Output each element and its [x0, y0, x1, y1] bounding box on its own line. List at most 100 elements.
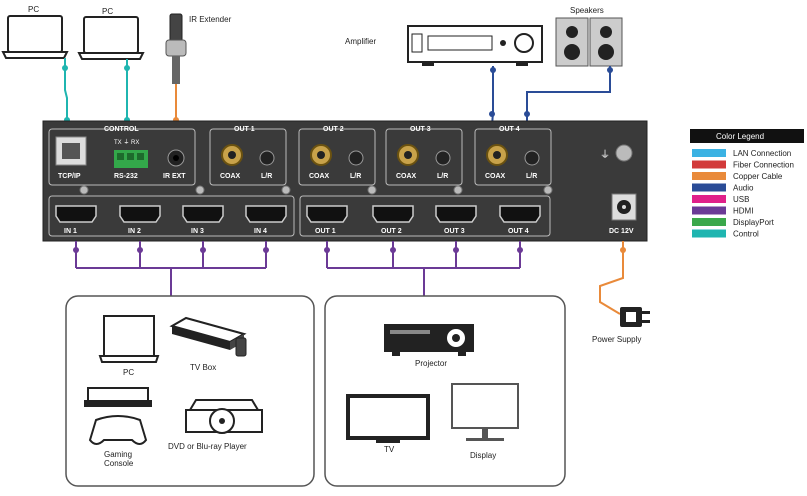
- legend-swatch: [692, 149, 726, 157]
- hdmi-in-group-frame: [48, 195, 295, 237]
- lr-label: L/R: [526, 173, 537, 180]
- hdmi-port-label: OUT 2: [381, 228, 402, 235]
- dvd-player-icon: [185, 399, 263, 434]
- connector: [607, 67, 613, 73]
- tv-label: TV: [384, 445, 395, 454]
- tv-icon: [346, 394, 430, 443]
- legend-item-label: Audio: [733, 184, 754, 193]
- hdmi-port-label: IN 3: [191, 228, 204, 235]
- projector-label: Projector: [415, 359, 447, 368]
- speakers-label: Speakers: [570, 6, 604, 15]
- power-plug-icon: [620, 307, 650, 327]
- lr-jack-icon: [259, 150, 275, 166]
- lr-label: L/R: [350, 173, 361, 180]
- rs232-label: RS-232: [114, 173, 138, 180]
- audio-out-group-title: OUT 3: [410, 126, 431, 133]
- amplifier-label: Amplifier: [345, 37, 376, 46]
- tv-box-label: TV Box: [190, 363, 216, 372]
- gaming-console-icon: [84, 387, 152, 445]
- pc1-label: PC: [28, 5, 39, 14]
- audio-out-group-frame: [474, 128, 552, 186]
- connector: [73, 247, 79, 253]
- legend-item-label: Fiber Connection: [733, 161, 794, 170]
- panel-screws: [79, 185, 553, 195]
- hdmi-port-icon: [435, 205, 477, 223]
- coax-jack-center: [317, 151, 325, 159]
- hdmi-port-icon: [182, 205, 224, 223]
- panel-screw: [281, 185, 291, 195]
- speakers-icon: [555, 17, 623, 67]
- control-cable: [64, 58, 68, 126]
- dvd-player-label: DVD or Blu-ray Player: [168, 442, 247, 451]
- audio-out-group-title: OUT 1: [234, 126, 255, 133]
- audio-cable: [491, 66, 494, 127]
- power-supply-label: Power Supply: [592, 335, 641, 344]
- ir-extender-icon: [165, 13, 187, 84]
- legend-title: Color Legend: [716, 132, 764, 141]
- matrix-back-panel: [42, 120, 648, 242]
- legend-item-label: USB: [733, 195, 749, 204]
- legend-swatch: [692, 218, 726, 226]
- audio-out-group-title: OUT 2: [323, 126, 344, 133]
- coax-jack-center: [404, 151, 412, 159]
- hdmi-port-icon: [119, 205, 161, 223]
- hdmi-cables: [73, 241, 523, 296]
- coax-label: COAX: [220, 173, 241, 180]
- txrx-label: TX ⏚ RX: [114, 139, 139, 146]
- pc-laptop-icon: [1, 15, 69, 59]
- gaming-label-line2: Console: [104, 459, 134, 468]
- tcpip-label: TCP/IP: [58, 173, 81, 180]
- coax-label: COAX: [396, 173, 417, 180]
- hdmi-port-label: OUT 4: [508, 228, 529, 235]
- hdmi-port-icon: [55, 205, 97, 223]
- lr-jack-icon: [524, 150, 540, 166]
- connector: [453, 247, 459, 253]
- lr-label: L/R: [261, 173, 272, 180]
- display-monitor-icon: [451, 383, 519, 441]
- gaming-label-line1: Gaming: [104, 450, 132, 459]
- connector: [62, 65, 68, 71]
- svg-text:⏚: ⏚: [600, 149, 610, 161]
- connector: [200, 247, 206, 253]
- audio-out-group-frame: [298, 128, 376, 186]
- audio-out-groups: OUT 1 COAX L/R OUT 2 COAX L/R OUT 3 COAX L/R OUT …: [209, 126, 552, 186]
- hdmi-port-icon: [306, 205, 348, 223]
- rs232-terminal-icon: [114, 150, 148, 168]
- input-pc-label: PC: [123, 368, 134, 377]
- connector: [517, 247, 523, 253]
- legend-swatch: [692, 195, 726, 203]
- power-cable: [599, 241, 624, 315]
- legend-item-label: Control: [733, 230, 759, 239]
- control-group-frame: [48, 128, 196, 186]
- legend-swatch: [692, 160, 726, 169]
- coax-label: COAX: [309, 173, 330, 180]
- connector: [620, 247, 626, 253]
- legend-item-label: Copper Cable: [733, 172, 783, 181]
- hdmi-port-label: IN 4: [254, 228, 267, 235]
- panel-screw: [453, 185, 463, 195]
- legend-item-label: DisplayPort: [733, 218, 775, 227]
- pc2-label: PC: [102, 7, 113, 16]
- connector: [490, 67, 496, 73]
- hdmi-port-icon: [499, 205, 541, 223]
- legend-swatch: [692, 183, 726, 192]
- ir-extender-label: IR Extender: [189, 15, 232, 24]
- audio-out-group-frame: [385, 128, 463, 186]
- coax-jack-center: [228, 151, 236, 159]
- audio-out-group-frame: [209, 128, 287, 186]
- ir-ext-label: IR EXT: [163, 173, 186, 180]
- coax-jack-center: [493, 151, 501, 159]
- legend-swatch: [692, 229, 726, 238]
- pc-laptop-icon: [98, 315, 160, 363]
- panel-screw: [543, 185, 553, 195]
- ground-screw-icon: ⏚: [600, 144, 633, 162]
- pc-laptop-icon: [77, 16, 145, 60]
- projector-icon: [384, 324, 474, 356]
- connector: [489, 111, 495, 117]
- dc-power-port-icon: [611, 193, 637, 221]
- coax-label: COAX: [485, 173, 506, 180]
- audio-out-group-title: OUT 4: [499, 126, 520, 133]
